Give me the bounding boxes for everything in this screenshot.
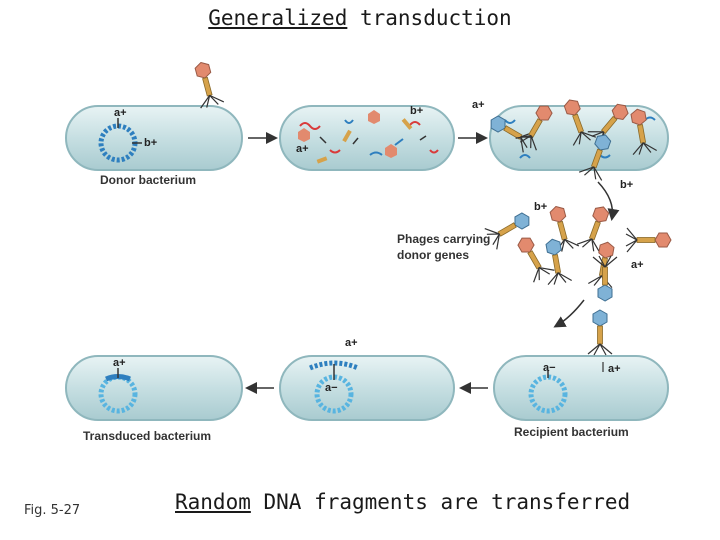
recomb-a-plus: a+ (345, 337, 358, 349)
infecting-phage (188, 58, 225, 110)
progeny-b-plus: b+ (620, 179, 633, 191)
donor-b-plus: b+ (144, 137, 157, 149)
injected-a-plus: a+ (608, 363, 621, 375)
figure-label: Fig. 5-27 (24, 503, 81, 518)
phage-a-plus: a+ (631, 259, 644, 271)
attaching-phage (587, 309, 613, 356)
fragment-b-plus: b+ (410, 105, 423, 117)
transduced-cell: a+ (65, 355, 243, 421)
progeny-a-plus: a+ (472, 99, 485, 111)
donor-a-plus: a+ (114, 107, 127, 119)
recipient-cell: a− (493, 355, 669, 421)
title-emphasis: Generalized (208, 6, 348, 30)
page-title: Generalized transduction (0, 6, 720, 30)
recomb-a-minus: a− (325, 382, 338, 394)
donor-label: Donor bacterium (100, 173, 196, 187)
caption-emphasis: Random (175, 490, 251, 514)
transduced-label: Transduced bacterium (83, 429, 211, 443)
arrow-3 (597, 181, 620, 221)
phages-label-line1: Phages carrying (397, 232, 490, 246)
caption-rest: DNA fragments are transferred (250, 490, 631, 514)
recombining-cell: a+ a− (279, 337, 455, 421)
fragmenting-cell: a+ b+ (279, 105, 455, 171)
phages-label-line2: donor genes (397, 248, 469, 262)
released-phages: b+ a+ (483, 201, 672, 302)
arrow-4 (553, 299, 585, 328)
progeny-cell: a+ (472, 95, 669, 182)
phage-b-plus: b+ (534, 201, 547, 213)
fragment-a-plus: a+ (296, 143, 309, 155)
title-rest: transduction (347, 6, 512, 30)
donor-cell: a+ b+ (65, 105, 243, 171)
caption: Random DNA fragments are transferred (175, 490, 630, 514)
recipient-label: Recipient bacterium (514, 425, 629, 439)
recipient-a-minus: a− (543, 362, 556, 374)
transduced-a-plus: a+ (113, 357, 126, 369)
